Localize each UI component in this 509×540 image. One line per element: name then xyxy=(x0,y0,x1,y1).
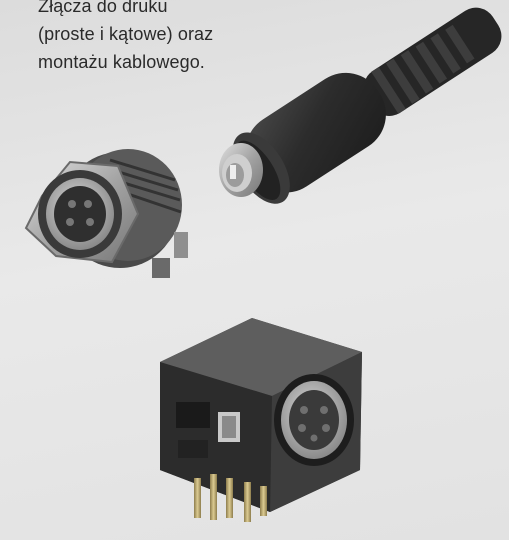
caption: Złącza do druku (proste i kątowe) oraz m… xyxy=(38,0,278,76)
caption-line-3: montażu kablowego. xyxy=(38,52,205,72)
caption-line-1: Złącza do druku xyxy=(38,0,168,16)
pcb-socket-pins xyxy=(194,474,267,522)
plug-strain-relief xyxy=(363,7,502,116)
caption-line-2: (proste i kątowe) oraz xyxy=(38,24,214,44)
pcb-angled-socket xyxy=(160,318,362,522)
plug-metal-tip xyxy=(219,143,263,197)
cable-plug-connector xyxy=(219,7,502,204)
panel-mount-socket xyxy=(24,149,188,278)
